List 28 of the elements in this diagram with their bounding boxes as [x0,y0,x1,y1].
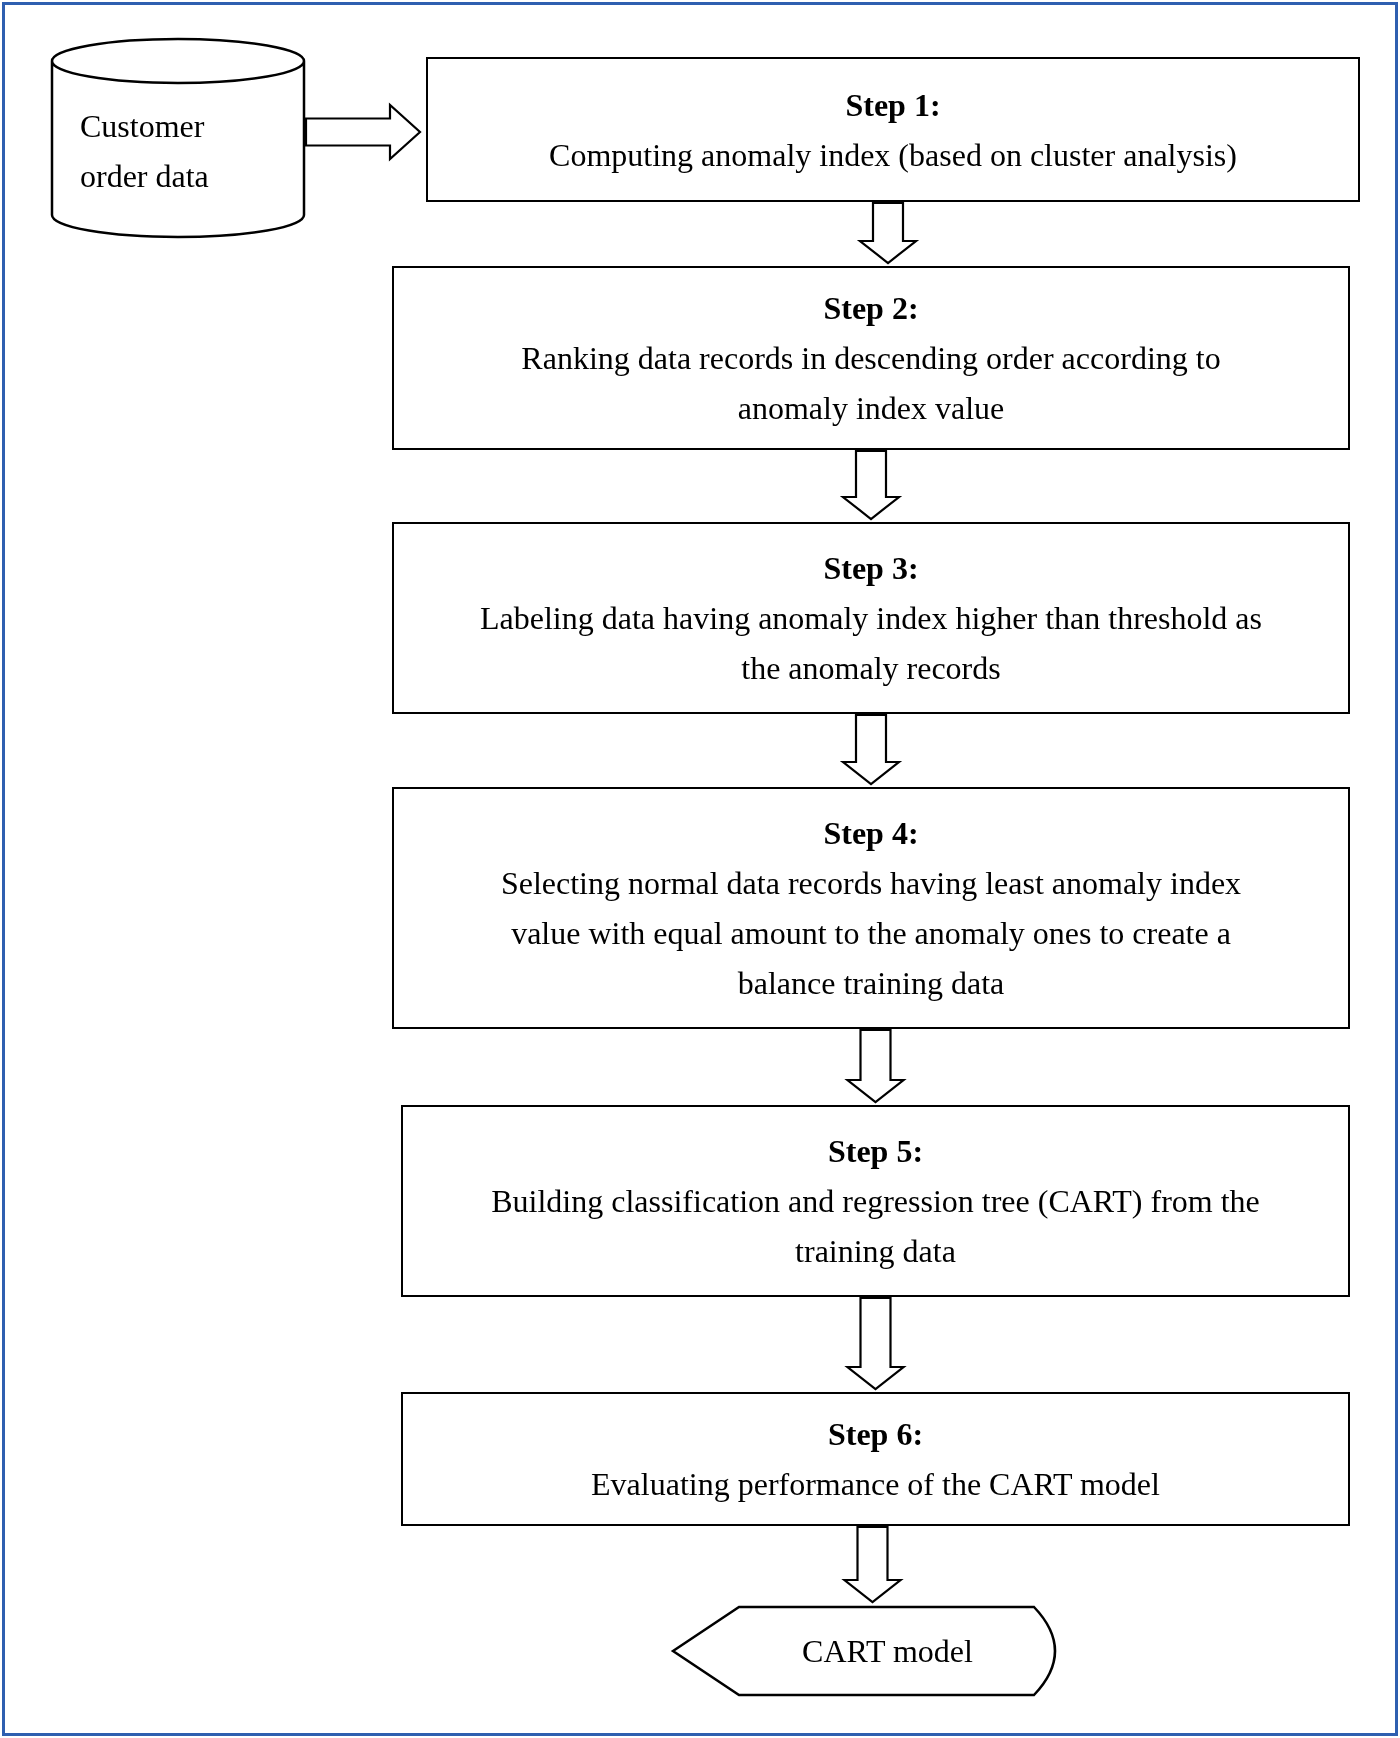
block-arrow [839,713,903,786]
step-text: Customer order data [80,107,210,196]
step-heading: Step 4: [823,814,919,853]
process-box [426,57,1360,202]
step-heading: Step 3: [823,549,919,588]
step-text: Ranking data records in descending order according to anomaly index value [520,339,1222,428]
step-text: Computing anomaly index (based on cluster analysis) [549,135,1237,175]
data-store-cylinder [50,39,306,237]
block-arrow [844,1296,907,1391]
step-heading: Step 5: [827,1132,924,1171]
step-text: Evaluating performance of the CART model [591,1465,1160,1504]
block-arrow [304,102,422,162]
step-text: Building classification and regression tree (CART) from the training data [490,1182,1261,1271]
block-arrow [841,1525,904,1604]
block-arrow [844,1028,907,1104]
step-text: Labeling data having anomaly index higher than threshold as the anomaly records [479,599,1263,688]
process-box [392,266,1350,450]
block-arrow [856,201,920,265]
process-box [392,522,1350,714]
step-heading: Step 2: [823,289,919,328]
process-box [392,787,1350,1029]
step-heading: Step 6: [827,1415,924,1454]
step-heading: Step 1: [845,85,941,125]
process-box [401,1392,1350,1526]
step-text: Selecting normal data records having least anomaly index value with equal amount to the anomaly ones to create a balance training data [499,864,1243,1003]
block-arrow [839,449,903,521]
process-box [401,1105,1350,1297]
step-text: CART model [802,1632,973,1671]
